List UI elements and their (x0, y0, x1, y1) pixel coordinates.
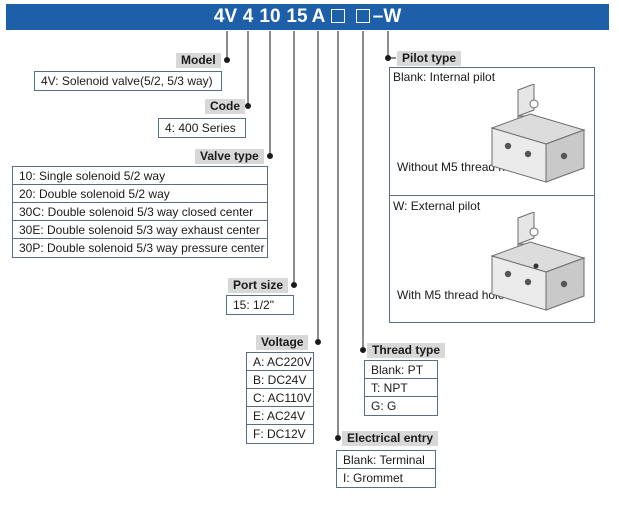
port-size-option: 15: 1/2" (233, 298, 274, 312)
code-placeholder-thread-type (356, 9, 370, 23)
electrical-entry-option: I: Grommet (343, 471, 404, 485)
valve-type-label: Valve type (195, 149, 264, 164)
code-part-model: 4V (213, 6, 238, 27)
port-size-box: 15: 1/2" (226, 295, 294, 315)
code-option: 4: 400 Series (165, 121, 236, 135)
thread-type-option: T: NPT (365, 379, 437, 397)
pilot-type-label: Pilot type (397, 51, 462, 66)
voltage-label: Voltage (256, 335, 309, 350)
voltage-option: A: AC220V (247, 353, 313, 371)
electrical-entry-label: Electrical entry (342, 431, 439, 446)
pilot-external-label: W: External pilot (393, 199, 481, 213)
thread-type-option: Blank: PT (365, 361, 437, 379)
voltage-box: A: AC220V B: DC24V C: AC110V E: AC24V F:… (246, 352, 314, 444)
voltage-option: C: AC110V (247, 389, 313, 407)
valve-type-option: 30E: Double solenoid 5/3 way exhaust cen… (13, 221, 267, 239)
valve-type-option: 30C: Double solenoid 5/3 way closed cent… (13, 203, 267, 221)
valve-external-pilot-illustration (490, 212, 586, 311)
code-part-voltage: A (311, 6, 326, 27)
valve-internal-pilot-illustration (490, 84, 586, 183)
pilot-external-caption: With M5 thread hole (397, 288, 505, 302)
thread-type-box: Blank: PT T: NPT G: G (364, 360, 438, 416)
code-part-port-size: 15 (286, 6, 308, 27)
code-part-pilot-type: –W (372, 6, 402, 27)
code-box: 4: 400 Series (158, 118, 246, 138)
pilot-internal-label: Blank: Internal pilot (393, 70, 496, 84)
electrical-entry-option: Blank: Terminal (337, 451, 435, 469)
thread-type-option: G: G (371, 399, 397, 413)
model-option: 4V: Solenoid valve(5/2, 5/3 way) (41, 74, 213, 88)
model-code-banner (6, 4, 609, 30)
pilot-divider (390, 195, 594, 196)
code-placeholder-electrical-entry (331, 9, 345, 23)
valve-type-box: 10: Single solenoid 5/2 way 20: Double s… (12, 166, 268, 258)
port-size-label: Port size (228, 278, 289, 293)
voltage-option: B: DC24V (247, 371, 313, 389)
pilot-internal-caption: Without M5 thread hole (397, 160, 522, 174)
code-part-valve-type: 10 (259, 6, 281, 27)
valve-type-option: 30P: Double solenoid 5/3 way pressure ce… (19, 241, 265, 255)
code-part-series: 4 (242, 6, 254, 27)
model-label: Model (176, 53, 221, 68)
model-box: 4V: Solenoid valve(5/2, 5/3 way) (34, 71, 222, 91)
code-label: Code (205, 99, 245, 114)
voltage-option: E: AC24V (247, 407, 313, 425)
valve-type-option: 20: Double solenoid 5/2 way (13, 185, 267, 203)
electrical-entry-box: Blank: Terminal I: Grommet (336, 450, 436, 488)
thread-type-label: Thread type (367, 343, 446, 358)
voltage-option: F: DC12V (253, 427, 306, 441)
valve-type-option: 10: Single solenoid 5/2 way (13, 167, 267, 185)
